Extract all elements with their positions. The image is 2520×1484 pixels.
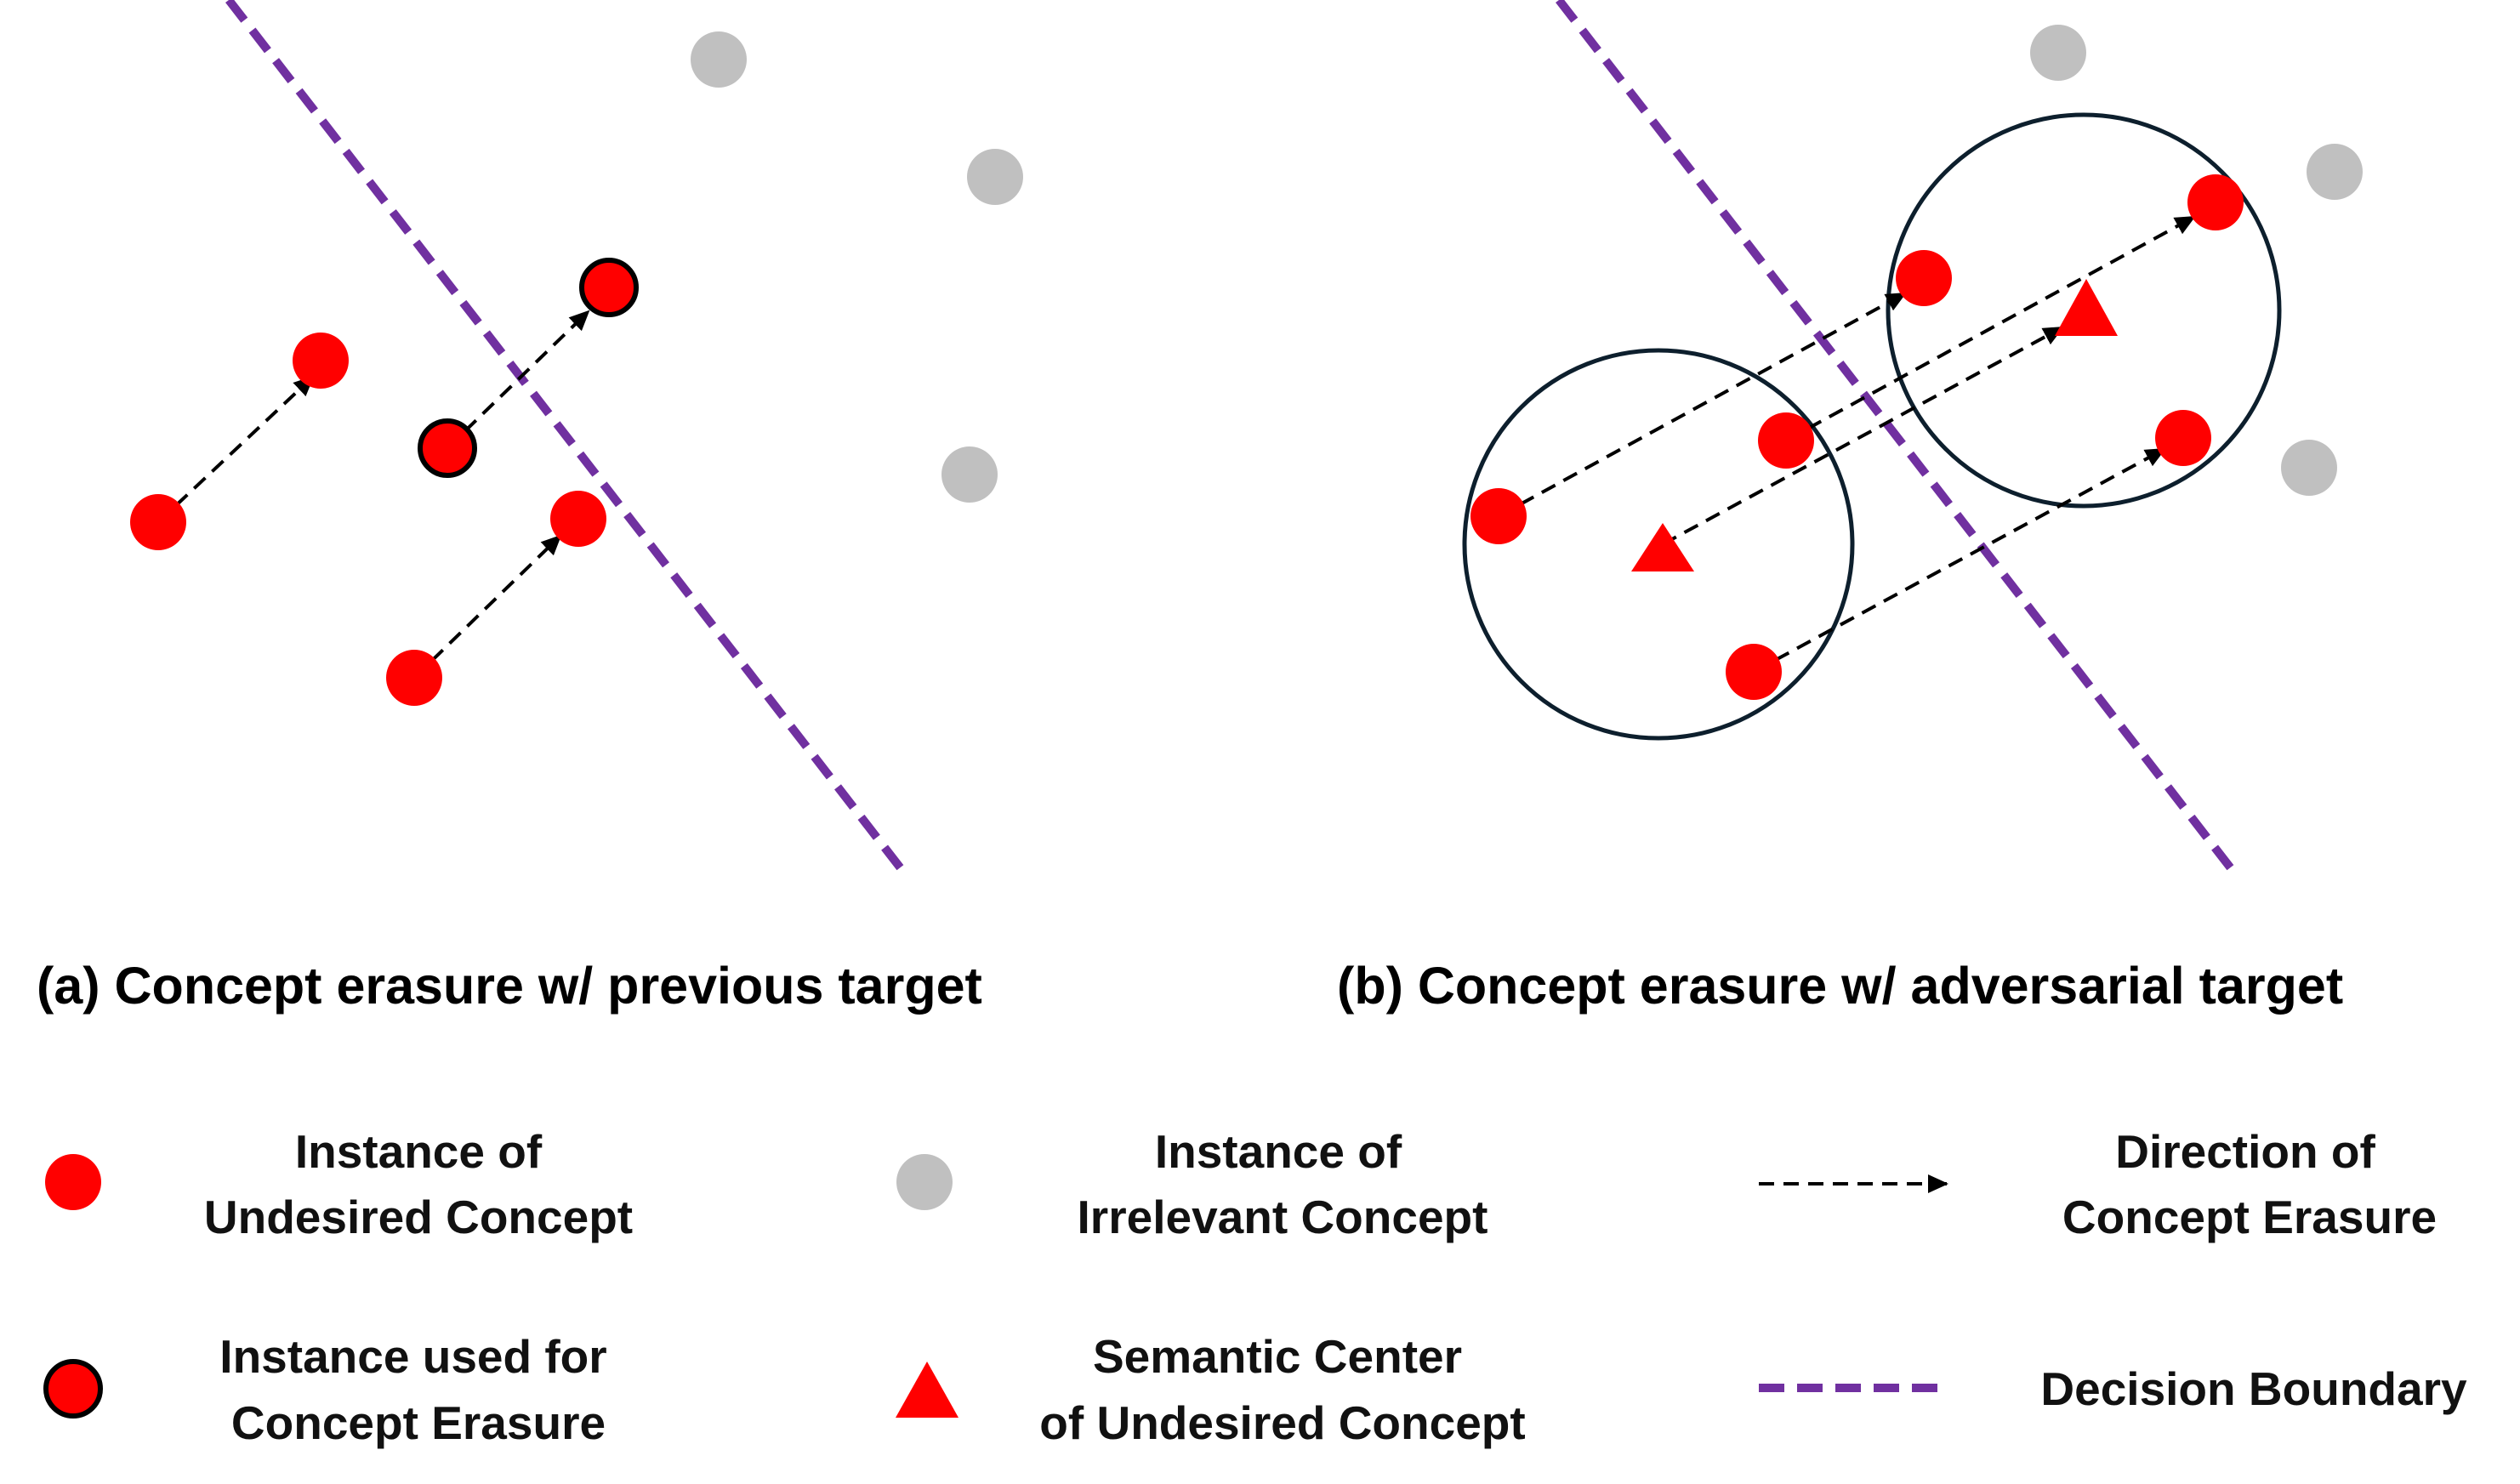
irrelevant-instance xyxy=(2030,25,2086,81)
erasure-direction-arrow xyxy=(1753,447,2166,674)
outlined-red-dot-icon xyxy=(43,1359,103,1419)
undesired-instance xyxy=(1726,644,1782,700)
undesired-instance xyxy=(2155,410,2211,466)
undesired-instance xyxy=(2187,174,2244,230)
undesired-instance xyxy=(293,333,349,389)
legend-center-line2: of Undesired Concept xyxy=(1039,1396,1525,1449)
decision-boundary xyxy=(225,0,910,879)
panel-a-caption: (a) Concept erasure w/ previous target xyxy=(37,957,982,1015)
gray-dot-icon xyxy=(896,1154,953,1210)
legend: Instance of Undesired Concept Instance o… xyxy=(43,1125,2467,1449)
irrelevant-instance xyxy=(941,446,998,503)
irrelevant-instance xyxy=(691,31,747,88)
legend-used-line2: Concept Erasure xyxy=(231,1396,606,1449)
irrelevant-instance xyxy=(967,149,1023,205)
panel-b: (b) Concept erasure w/ adversarial targe… xyxy=(1337,0,2363,1015)
undesired-instance xyxy=(1758,412,1814,469)
legend-direction-line2: Concept Erasure xyxy=(2062,1191,2437,1243)
legend-direction-line1: Direction of xyxy=(2115,1125,2375,1178)
panel-a: (a) Concept erasure w/ previous target xyxy=(37,0,1023,1015)
undesired-instance xyxy=(550,491,606,547)
erasure-direction-arrow xyxy=(446,310,590,450)
erasure-direction-arrow xyxy=(1785,215,2196,442)
legend-irrelevant-line2: Irrelevant Concept xyxy=(1078,1191,1488,1243)
panel-b-caption: (b) Concept erasure w/ adversarial targe… xyxy=(1337,957,2343,1015)
legend-irrelevant-line1: Instance of xyxy=(1155,1125,1402,1178)
erasure-direction-arrow xyxy=(1498,292,1907,518)
erasure-instance xyxy=(418,418,477,478)
red-dot-icon xyxy=(45,1154,101,1210)
erasure-direction-arrow xyxy=(412,534,562,679)
semantic-center-triangle xyxy=(1631,523,1694,571)
undesired-instance xyxy=(130,494,186,550)
erasure-instance xyxy=(579,258,639,317)
concept-region xyxy=(1462,348,1855,741)
undesired-instance xyxy=(386,650,442,706)
erasure-direction-arrow xyxy=(156,375,315,524)
red-triangle-icon xyxy=(896,1362,959,1418)
irrelevant-instance xyxy=(2307,144,2363,200)
semantic-center-triangle xyxy=(2055,279,2118,336)
undesired-instance xyxy=(1896,250,1952,306)
legend-undesired-line2: Undesired Concept xyxy=(204,1191,633,1243)
undesired-instance xyxy=(1470,488,1527,544)
irrelevant-instance xyxy=(2281,440,2337,496)
erasure-direction-arrow xyxy=(1662,326,2064,546)
legend-used-line1: Instance used for xyxy=(219,1330,606,1383)
decision-boundary xyxy=(1556,0,2240,879)
legend-undesired-line1: Instance of xyxy=(295,1125,543,1178)
legend-center-line1: Semantic Center xyxy=(1093,1330,1462,1383)
legend-boundary-line1: Decision Boundary xyxy=(2040,1362,2467,1415)
